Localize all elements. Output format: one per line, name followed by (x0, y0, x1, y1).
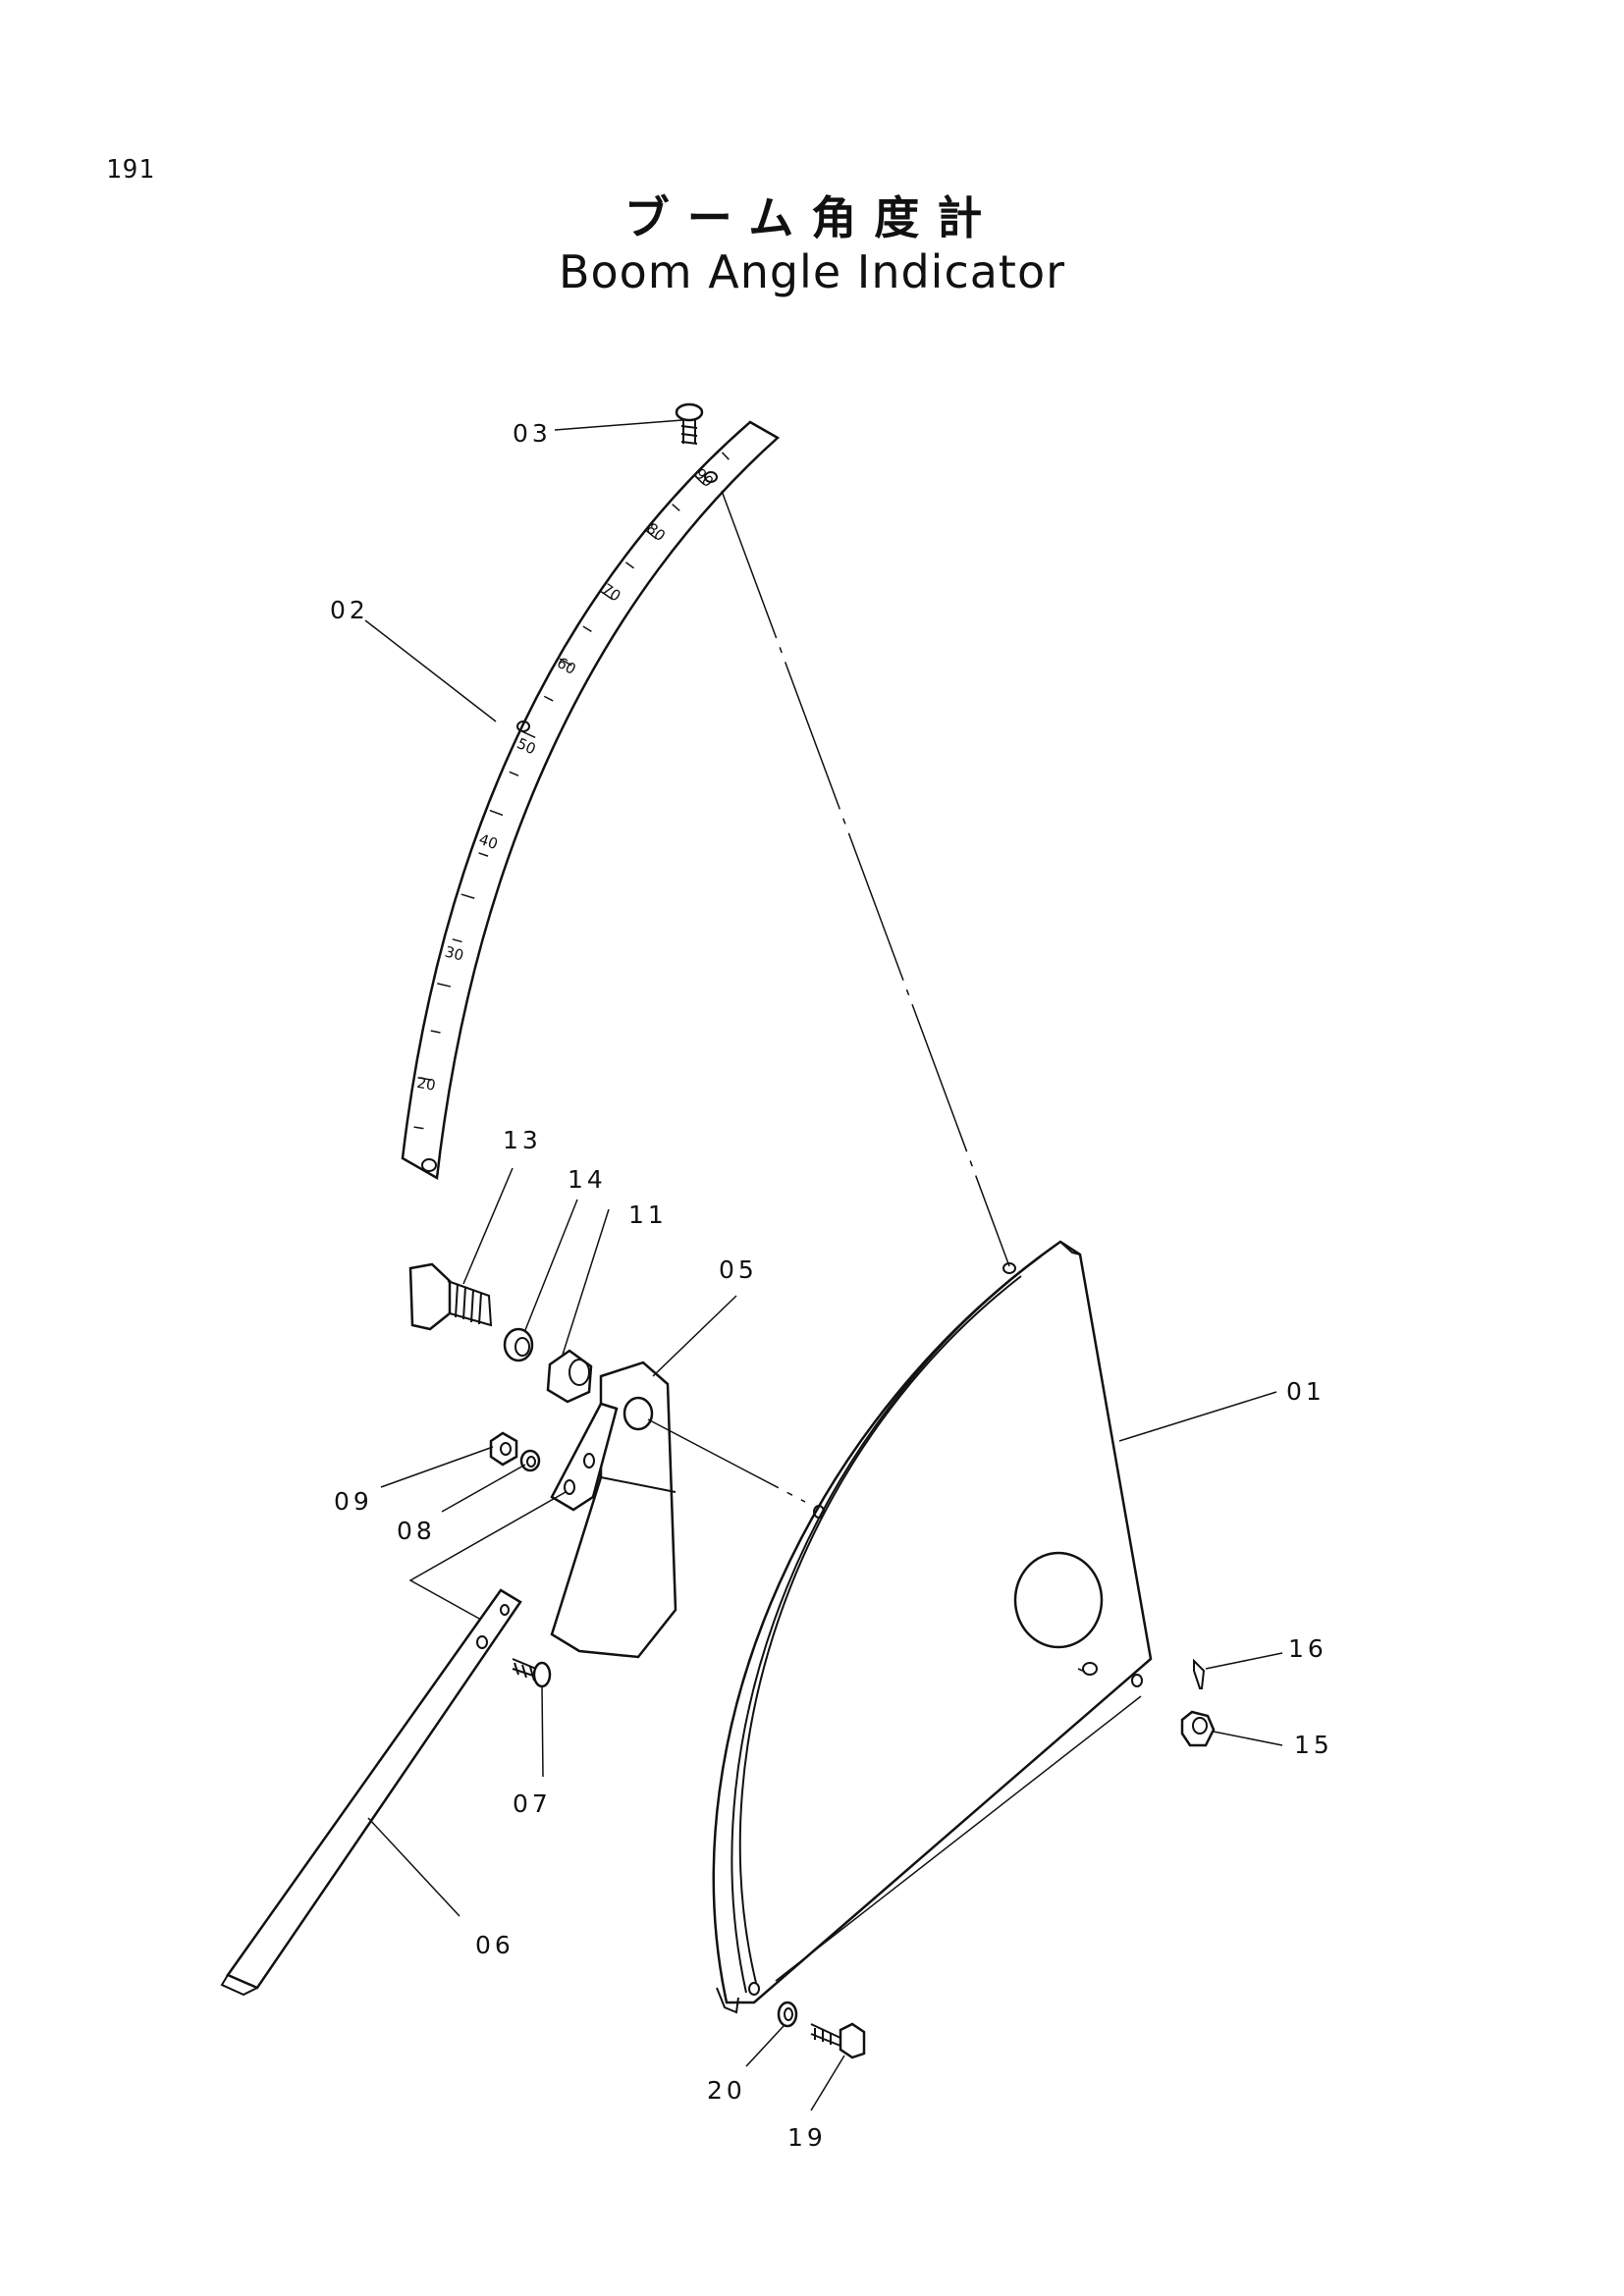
scale-tick (417, 1077, 432, 1081)
scale-tick (522, 730, 536, 739)
scale-label-30: 30 (443, 942, 465, 964)
washer-part-14 (503, 1327, 534, 1362)
scale-tick (543, 695, 554, 702)
scale-mount-hole-top (704, 471, 718, 483)
label-part-16: 16 (1288, 1634, 1327, 1663)
pointer-bracket (550, 1361, 677, 1659)
label-part-19: 19 (787, 2123, 827, 2152)
label-part-13: 13 (503, 1126, 542, 1154)
scale-tick (600, 590, 613, 600)
page-number: 191 (106, 155, 155, 185)
label-part-08: 08 (397, 1517, 436, 1545)
scale-tick (437, 983, 452, 988)
sector-center-hole (1013, 1551, 1104, 1649)
scale-label-40: 40 (476, 830, 500, 853)
scale-mount-hole-middle (516, 721, 530, 732)
scale-tick (645, 529, 657, 540)
scale-tick (413, 1126, 424, 1130)
scale-tick (489, 809, 504, 817)
lock-washer-part-08 (519, 1449, 541, 1472)
scale-mount-hole-bottom (421, 1158, 437, 1172)
screw-part-07 (512, 1658, 552, 1688)
cotter-pin-part-16 (1193, 1658, 1206, 1689)
scale-tick (478, 852, 489, 857)
title-english: Boom Angle Indicator (558, 245, 1066, 298)
scale-ticks (413, 452, 730, 1130)
scale-tick (460, 893, 475, 899)
label-part-07: 07 (513, 1789, 552, 1818)
label-part-09: 09 (334, 1487, 373, 1516)
nut-part-09 (489, 1431, 518, 1467)
pointer-needle (220, 1588, 522, 1997)
scale-label-20: 20 (415, 1074, 437, 1095)
scale-tick (509, 771, 519, 776)
label-part-15: 15 (1294, 1731, 1333, 1759)
label-part-20: 20 (707, 2076, 746, 2105)
label-part-06: 06 (475, 1931, 514, 1959)
label-part-05: 05 (719, 1255, 758, 1284)
spacer-part-11 (546, 1349, 593, 1404)
leader-lines (364, 419, 1283, 2111)
bolt-part-13 (408, 1262, 493, 1331)
label-part-03: 03 (513, 419, 552, 448)
label-part-14: 14 (568, 1165, 607, 1194)
label-part-02: 02 (330, 596, 369, 624)
bolt-part-19 (810, 2022, 866, 2059)
screw-part-03 (675, 402, 704, 445)
scale-tick (452, 938, 462, 943)
assembly-lines (408, 1418, 1142, 1982)
washer-part-20 (777, 2001, 798, 2028)
scale-tick (721, 452, 730, 460)
title-japanese: ブーム角度計 (623, 191, 1001, 244)
label-part-01: 01 (1286, 1377, 1326, 1406)
scale-tick (693, 474, 705, 485)
sector-plate (712, 1240, 1153, 2014)
label-part-11: 11 (628, 1201, 668, 1229)
scale-tick (672, 504, 680, 511)
scale-tick (582, 625, 592, 633)
scale-tick (559, 658, 572, 667)
castle-nut-part-15 (1180, 1710, 1216, 1747)
scale-tick (624, 561, 634, 569)
scale-tick (430, 1030, 441, 1034)
